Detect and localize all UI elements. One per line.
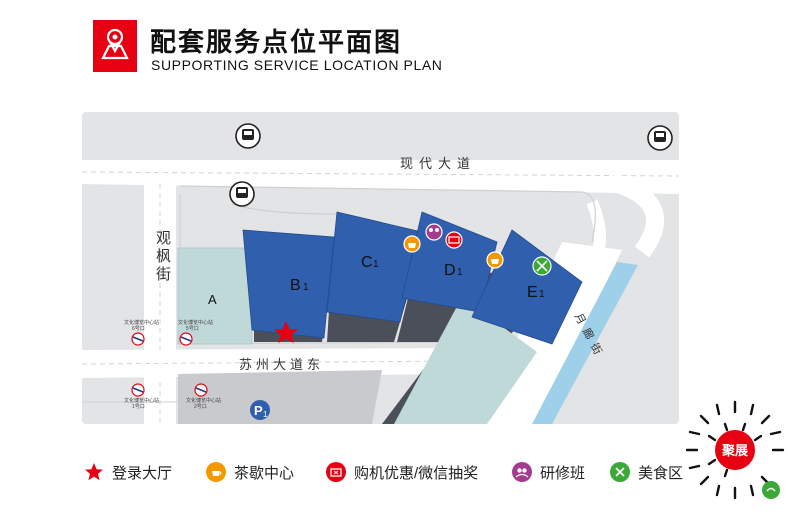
star-icon	[274, 321, 298, 343]
metro-label-2-exit: 5号口	[186, 326, 199, 332]
legend-label: 研修班	[540, 464, 586, 482]
road-label-middle: 苏州大道东	[239, 357, 324, 372]
ticket-icon	[445, 231, 463, 249]
legend-label: 购机优惠/微信抽奖	[354, 464, 479, 482]
legend-label: 登录大厅	[112, 464, 173, 482]
building-label-d-sub: 1	[457, 267, 463, 278]
legend-item-login-hall: 登录大厅	[84, 452, 172, 492]
food-icon	[610, 462, 630, 482]
site-map: 现代大道 苏州大道东 A B 1 C 1 D 1 E 1 P 1 文化博览中心站…	[82, 112, 679, 424]
road-label-top: 现代大道	[400, 156, 476, 171]
food-icon	[532, 256, 552, 276]
metro-icon	[131, 332, 145, 346]
parking-label: P	[254, 403, 263, 418]
legend-item-discount: 购机优惠/微信抽奖	[326, 452, 478, 492]
legend-item-food: 美食区	[610, 452, 683, 492]
metro-label-3: 文化博览中心站	[124, 397, 159, 404]
page-subtitle: SUPPORTING SERVICE LOCATION PLAN	[151, 57, 443, 73]
ticket-icon	[326, 462, 346, 482]
tea-icon	[403, 235, 421, 253]
building-label-a: A	[208, 292, 217, 307]
building-teal-right	[394, 297, 537, 424]
training-icon	[512, 462, 532, 482]
building-label-b: B	[290, 277, 301, 294]
building-b1	[242, 229, 335, 339]
road-right-curve	[609, 173, 665, 258]
metro-icon	[179, 332, 193, 346]
site-map-svg: 现代大道 苏州大道东 A B 1 C 1 D 1 E 1 P 1 文化博览中心站…	[82, 112, 679, 424]
metro-icon	[131, 383, 145, 397]
star-icon	[85, 463, 103, 481]
tea-icon	[206, 462, 226, 482]
building-a	[177, 247, 253, 345]
header: 配套服务点位平面图 SUPPORTING SERVICE LOCATION PL…	[0, 0, 801, 100]
parking-label-sub: 1	[263, 410, 268, 419]
building-label-c-sub: 1	[373, 259, 379, 270]
legend-item-tea: 茶歇中心	[206, 452, 294, 492]
road-top-divider	[82, 171, 679, 177]
building-c1	[326, 211, 423, 323]
bus-icon	[229, 181, 255, 207]
metro-label-2: 文化博览中心站	[178, 319, 213, 326]
road-top	[82, 160, 679, 194]
training-icon	[425, 223, 443, 241]
map-pin-icon	[93, 20, 137, 72]
metro-icon	[194, 383, 208, 397]
mini-program-code[interactable]: 聚展	[681, 396, 789, 514]
page-title: 配套服务点位平面图	[150, 27, 403, 57]
bus-icon	[647, 125, 673, 151]
road-label-left: 观枫街	[154, 230, 171, 284]
metro-label-4-exit: 2号口	[194, 404, 207, 410]
parking-lot	[178, 370, 382, 424]
building-label-b-sub: 1	[303, 282, 309, 293]
road-middle-divider	[82, 360, 461, 365]
metro-label-3-exit: 1号口	[132, 404, 145, 410]
water-channel	[532, 262, 638, 424]
legend-label: 茶歇中心	[234, 464, 295, 482]
legend-item-training: 研修班	[512, 452, 585, 492]
bus-icon	[235, 123, 261, 149]
metro-label-1-exit: 6号口	[132, 326, 145, 332]
metro-label-1: 文化博览中心站	[124, 319, 159, 326]
building-label-e: E	[527, 284, 538, 301]
building-label-c: C	[361, 254, 373, 271]
building-label-e-sub: 1	[539, 289, 545, 300]
site-boundary	[179, 185, 596, 243]
tea-icon	[486, 251, 504, 269]
qr-brand: 聚展	[721, 443, 748, 458]
building-label-d: D	[444, 262, 456, 279]
parking-icon	[250, 400, 270, 420]
qr-code-graphic	[683, 398, 787, 502]
metro-label-4: 文化博览中心站	[186, 397, 221, 404]
legend-label: 美食区	[638, 464, 684, 482]
legend: 登录大厅 茶歇中心 购机优惠/微信抽奖 研修班 美食区	[0, 452, 801, 492]
